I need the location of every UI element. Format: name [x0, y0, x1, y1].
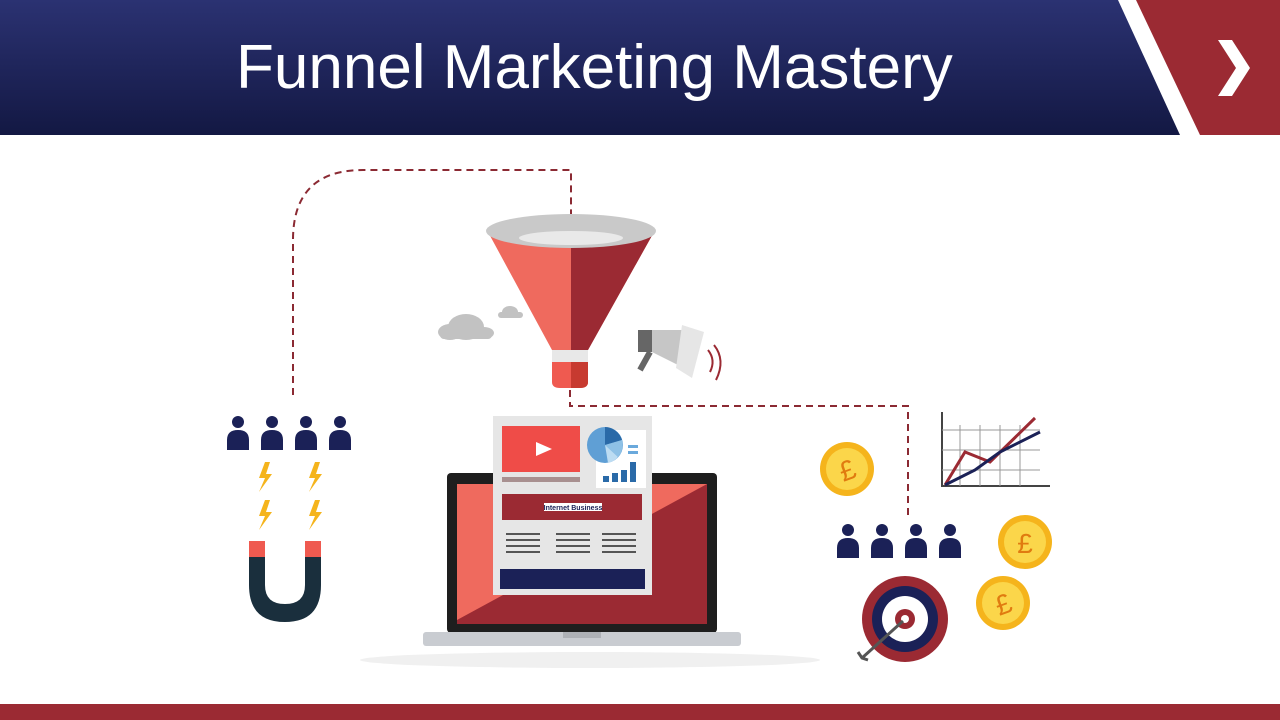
pound-coin-icon: £: [998, 515, 1052, 569]
funnel-illustration: Internet Business £ £ £: [227, 169, 1052, 668]
magnet-icon: [249, 541, 321, 622]
cloud-icon: [438, 306, 523, 340]
logo: Internet Business: [544, 503, 603, 512]
pound-coin-icon: £: [976, 576, 1030, 630]
arrow-icon: [856, 619, 905, 662]
dashed-connector: [569, 390, 909, 515]
line-chart-icon: [941, 412, 1050, 487]
pie-chart-icon: [587, 427, 638, 463]
svg-text:Internet Business: Internet Business: [544, 505, 603, 512]
page-title: Funnel Marketing Mastery: [236, 33, 953, 102]
people-icon: [227, 416, 351, 450]
svg-text:£: £: [1017, 528, 1033, 559]
funnel-icon: [486, 214, 656, 388]
lightning-icon: [259, 462, 322, 530]
dashed-connector: [292, 169, 572, 395]
pound-coin-icon: £: [820, 442, 874, 496]
webpage-icon: Internet Business: [493, 416, 652, 595]
target-icon: [862, 576, 948, 662]
header-corner-decoration: [1118, 0, 1280, 135]
megaphone-icon: [637, 325, 722, 381]
bar-chart-icon: [603, 462, 636, 482]
header-banner: Funnel Marketing Mastery: [0, 0, 1280, 135]
text-lines: [506, 533, 636, 553]
footer-bar: [0, 704, 1280, 720]
people-icon: [837, 524, 961, 558]
chevron-right-icon[interactable]: [1210, 30, 1260, 106]
video-play-icon: [502, 426, 580, 472]
